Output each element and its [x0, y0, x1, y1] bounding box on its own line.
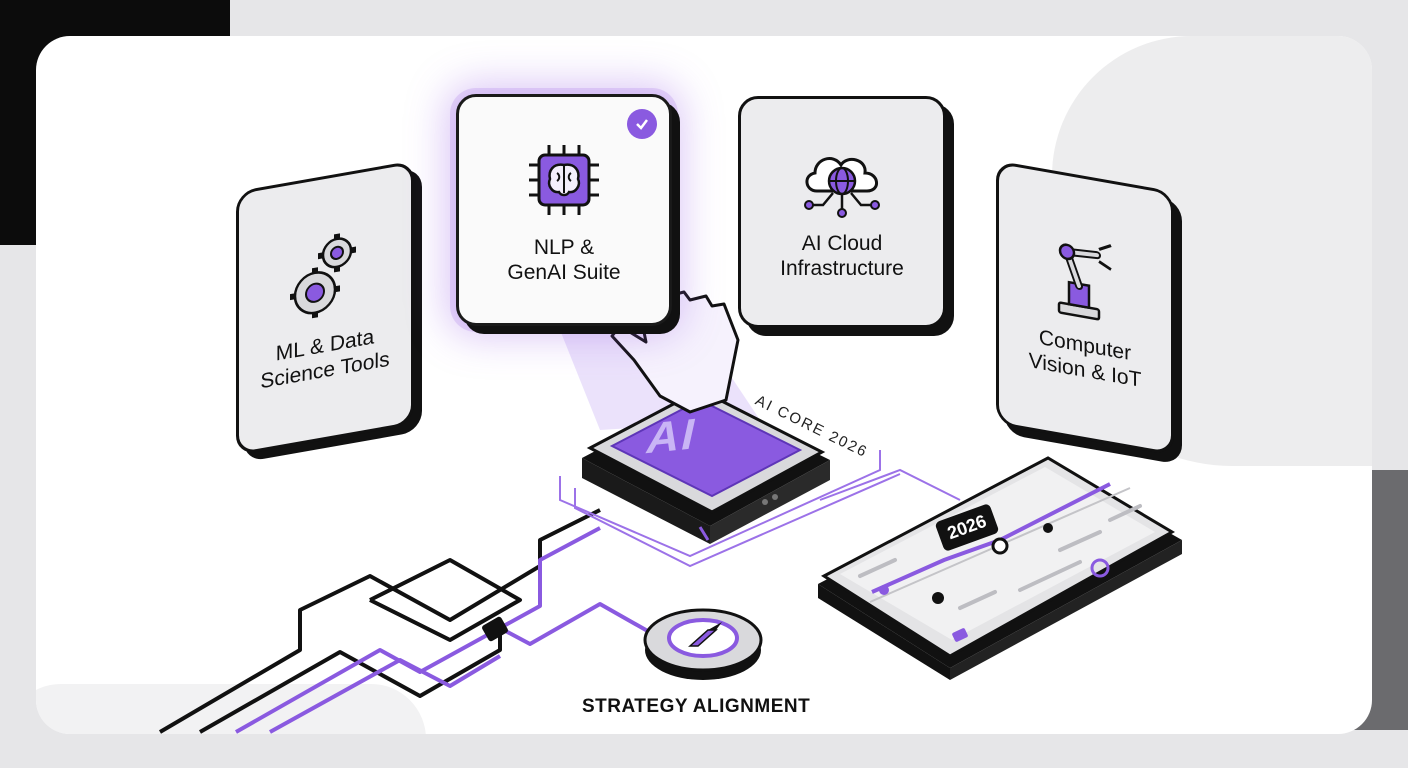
card-nlp-label: NLP & GenAI Suite: [507, 236, 621, 284]
compass-icon: [643, 608, 763, 680]
circuit-lines-black: [158, 508, 601, 734]
strategy-alignment-label: STRATEGY ALIGNMENT: [582, 696, 811, 717]
brain-chip-icon: [529, 145, 599, 215]
robot-arm-icon: [1057, 243, 1112, 321]
gear-icon: [290, 233, 356, 319]
card-nlp-genai[interactable]: NLP & GenAI Suite: [456, 94, 672, 326]
card-ml-data-science[interactable]: ML & Data Science Tools: [236, 160, 414, 456]
core-trace-lines: [559, 450, 961, 568]
card-cv-label: Computer Vision & IoT: [1028, 325, 1142, 392]
timeline-tablet: [818, 456, 1182, 680]
card-computer-vision[interactable]: Computer Vision & IoT: [996, 160, 1174, 456]
background-light-tab: [230, 0, 750, 36]
cloud-globe-icon: [804, 157, 880, 218]
circuit-node: [482, 616, 508, 642]
card-ml-label: ML & Data Science Tools: [260, 325, 390, 394]
ai-core-device: [582, 388, 830, 544]
card-cloud-label: AI Cloud Infrastructure: [780, 232, 904, 280]
card-ai-cloud[interactable]: AI Cloud Infrastructure: [738, 96, 946, 328]
check-icon: [627, 109, 657, 139]
